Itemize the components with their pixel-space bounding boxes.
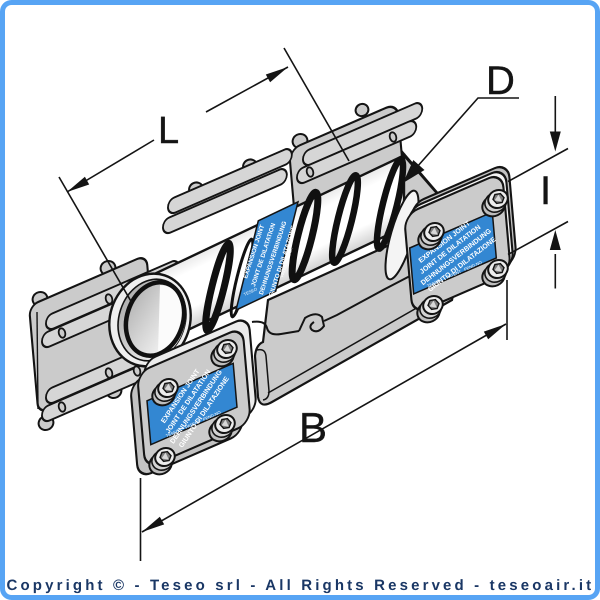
svg-text:L: L	[158, 110, 179, 152]
svg-text:TESEO: TESEO	[243, 286, 259, 297]
svg-text:I: I	[540, 169, 551, 213]
svg-text:Copyright © - Teseo srl - All: Copyright © - Teseo srl - All Rights Res…	[7, 577, 595, 594]
svg-text:B: B	[299, 404, 327, 451]
svg-text:D: D	[486, 59, 515, 103]
